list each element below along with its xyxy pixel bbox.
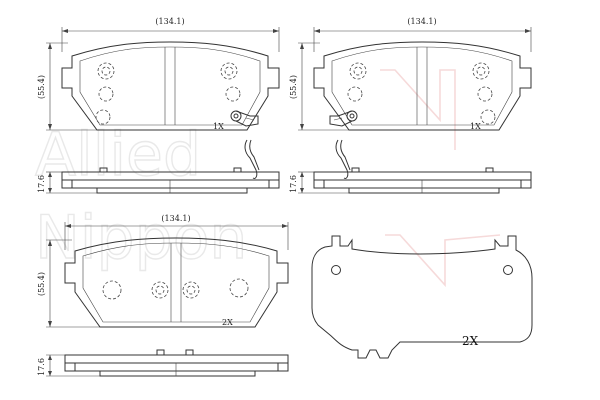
watermark: Allied Nippon — [34, 69, 501, 288]
height-dimension: (55.4) — [37, 75, 46, 99]
shim-qty-label: 2X — [462, 334, 479, 348]
pad-side-view-right: 17.6 — [289, 167, 532, 194]
height-dimension: (55.4) — [289, 75, 298, 99]
watermark-logo-top — [380, 69, 456, 150]
width-dimension: (134.1) — [161, 214, 190, 223]
wear-indicator-clip-right — [335, 139, 349, 179]
qty-label: 1X — [213, 122, 224, 131]
pad-view-bottom-left: (134.1) (55.4) 2X — [37, 214, 289, 328]
pad-side-view-left: 17.6 — [37, 167, 280, 194]
width-dimension: (134.1) — [407, 17, 436, 26]
pad-view-top-right: (134.1) (55.4) 1X — [289, 17, 532, 131]
qty-label: 2X — [222, 318, 233, 327]
shim-view: 2X — [311, 235, 533, 359]
width-dimension: (134.1) — [155, 17, 184, 26]
thickness-dimension: 17.6 — [289, 175, 298, 193]
watermark-logo-bottom — [385, 234, 501, 288]
pad-view-top-left: (134.1) (55.4) 1X — [37, 17, 280, 131]
wear-indicator-clip-left — [244, 139, 258, 179]
qty-label: 1X — [470, 122, 481, 131]
height-dimension: (55.4) — [37, 272, 46, 296]
thickness-dimension: 17.6 — [37, 358, 46, 376]
pad-side-view-bottom: 17.6 — [37, 349, 289, 377]
watermark-line2: Nippon — [35, 203, 247, 273]
thickness-dimension: 17.6 — [37, 175, 46, 193]
